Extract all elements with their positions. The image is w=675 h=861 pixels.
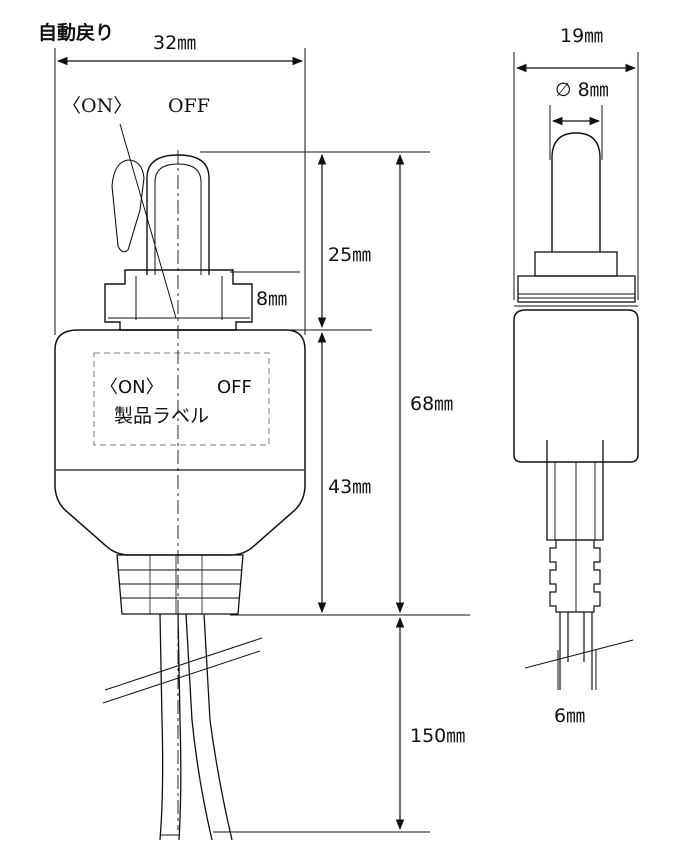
bushing xyxy=(104,269,253,331)
side-body xyxy=(513,309,639,463)
lead-length-label: 150㎜ xyxy=(410,725,465,747)
side-view xyxy=(513,52,639,690)
on-position-label: 〈ON〉 xyxy=(62,95,132,117)
front-width-label: 32㎜ xyxy=(153,32,196,54)
break-mark-upper xyxy=(104,637,263,691)
lever-on-position-ghost xyxy=(111,159,145,253)
total-height-label: 68㎜ xyxy=(410,393,453,415)
on-indicator-line xyxy=(119,123,177,319)
product-label-box xyxy=(93,352,270,446)
product-label-off-text: OFF xyxy=(217,377,252,398)
lever-diameter-label: ∅ 8㎜ xyxy=(555,79,609,101)
bushing-height-label: 8㎜ xyxy=(256,288,287,310)
lever-height-label: 25㎜ xyxy=(328,244,371,266)
break-mark-lower xyxy=(102,650,261,704)
side-width-label: 19㎜ xyxy=(560,25,603,47)
lead-pitch-label: 6㎜ xyxy=(554,705,585,727)
off-position-label: OFF xyxy=(168,95,210,117)
product-label-on-text: 〈ON〉 xyxy=(100,377,164,398)
side-nut-top xyxy=(534,251,618,277)
strain-relief xyxy=(116,554,244,615)
body-height-label: 43㎜ xyxy=(328,476,371,498)
front-view xyxy=(54,48,470,841)
lead-wires xyxy=(159,613,233,841)
side-lever xyxy=(551,132,601,252)
side-nut xyxy=(517,275,636,303)
drawing-title: 自動戻り xyxy=(38,21,114,44)
switch-body xyxy=(54,329,306,556)
product-label-caption: 製品ラベル xyxy=(114,405,209,427)
side-break-mark xyxy=(524,639,634,669)
front-width-dimension xyxy=(54,48,306,335)
side-strain-relief xyxy=(549,539,601,613)
